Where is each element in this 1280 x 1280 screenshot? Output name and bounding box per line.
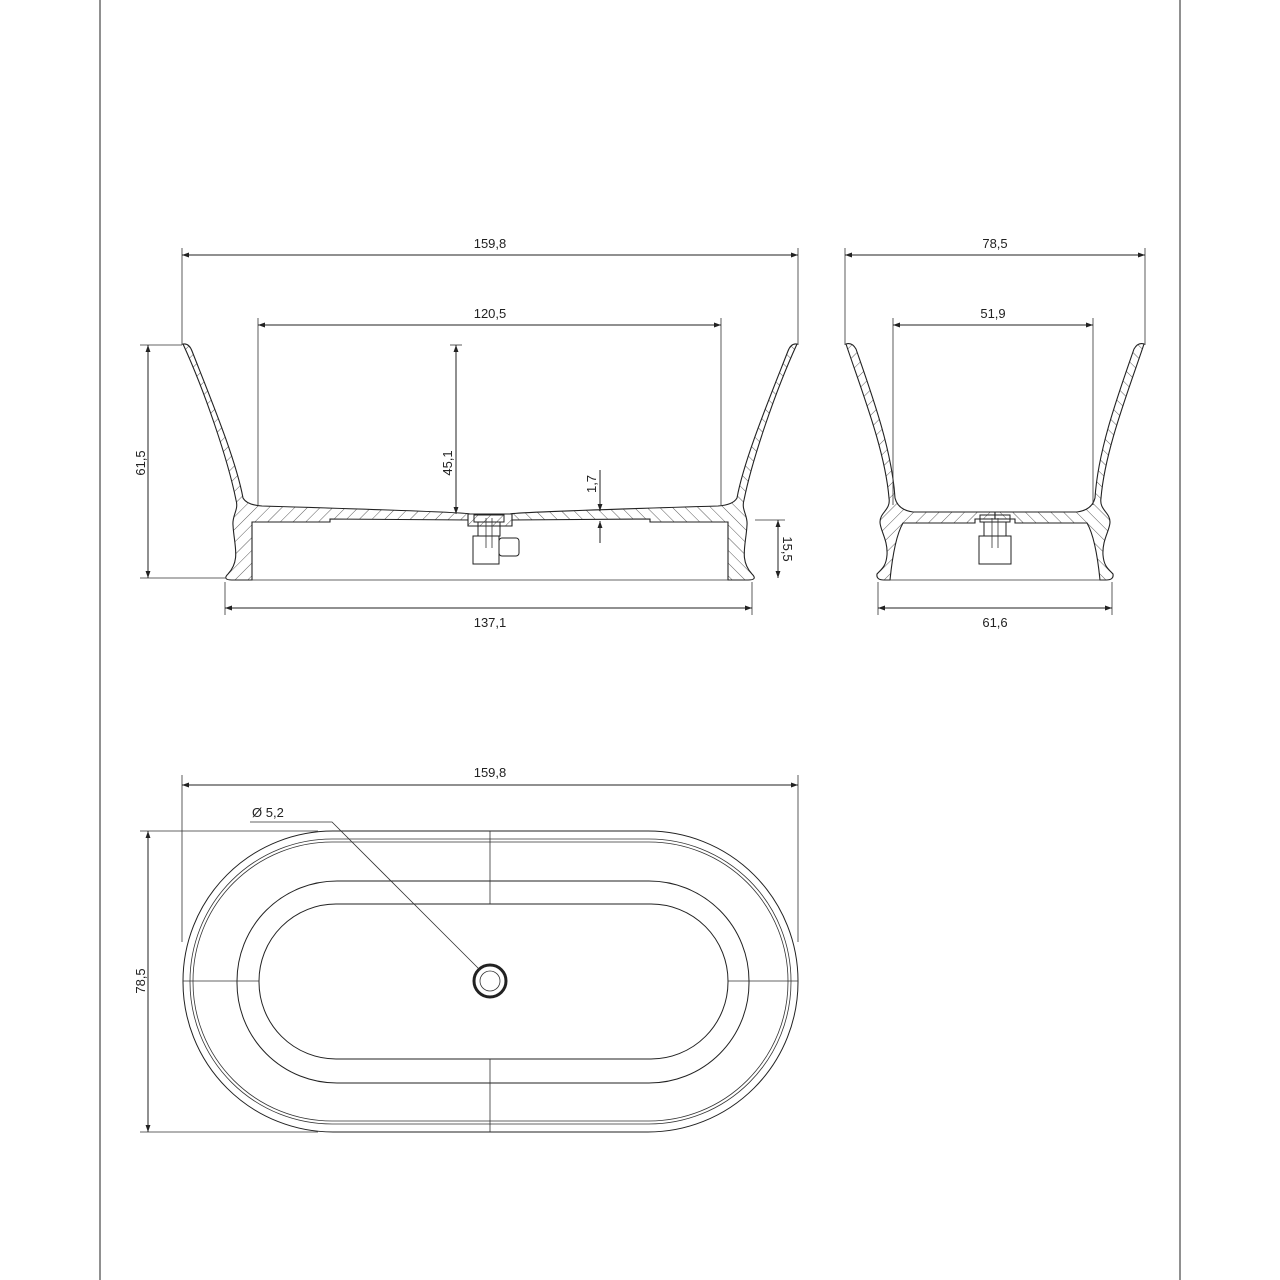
dim-top-overall-length: 159,8: [474, 765, 507, 780]
dim-drain-diameter: Ø 5,2: [252, 805, 284, 820]
dim-side-overall-width: 78,5: [982, 236, 1007, 251]
side-view: 78,5 51,9 61,6: [844, 236, 1146, 630]
side-view-right-wall: [994, 343, 1145, 581]
front-view-floor-center: [467, 513, 513, 527]
dim-front-overall-length: 159,8: [474, 236, 507, 251]
drain-leader-line: [250, 821, 481, 971]
drain-assembly-front: [472, 514, 520, 565]
dim-side-inner-width: 51,9: [980, 306, 1005, 321]
front-view-left-wall: [182, 343, 471, 581]
dim-front-inner-length: 120,5: [474, 306, 507, 321]
drain-icon: [472, 963, 508, 999]
top-view-basin-floor: [258, 903, 729, 1060]
dim-top-overall-width: 78,5: [133, 968, 148, 993]
dim-side-base-width: 61,6: [982, 615, 1007, 630]
dim-front-wall-thickness: 1,7: [584, 475, 599, 493]
top-view-outer-rim: [182, 830, 799, 1133]
dim-front-inner-depth: 45,1: [440, 450, 455, 475]
front-view-right-wall: [509, 343, 798, 581]
dim-front-base-height: 15,5: [780, 536, 795, 561]
top-view-basin-ring: [236, 880, 750, 1084]
side-view-left-wall: [845, 343, 996, 581]
drain-assembly-side: [978, 514, 1012, 565]
dim-front-overall-height: 61,5: [133, 450, 148, 475]
front-view: 159,8 120,5 61,5 45,1 1,7 15,5 137,1: [133, 236, 799, 630]
dim-front-base-length: 137,1: [474, 615, 507, 630]
top-view: 159,8 78,5 Ø 5,2: [133, 765, 799, 1133]
